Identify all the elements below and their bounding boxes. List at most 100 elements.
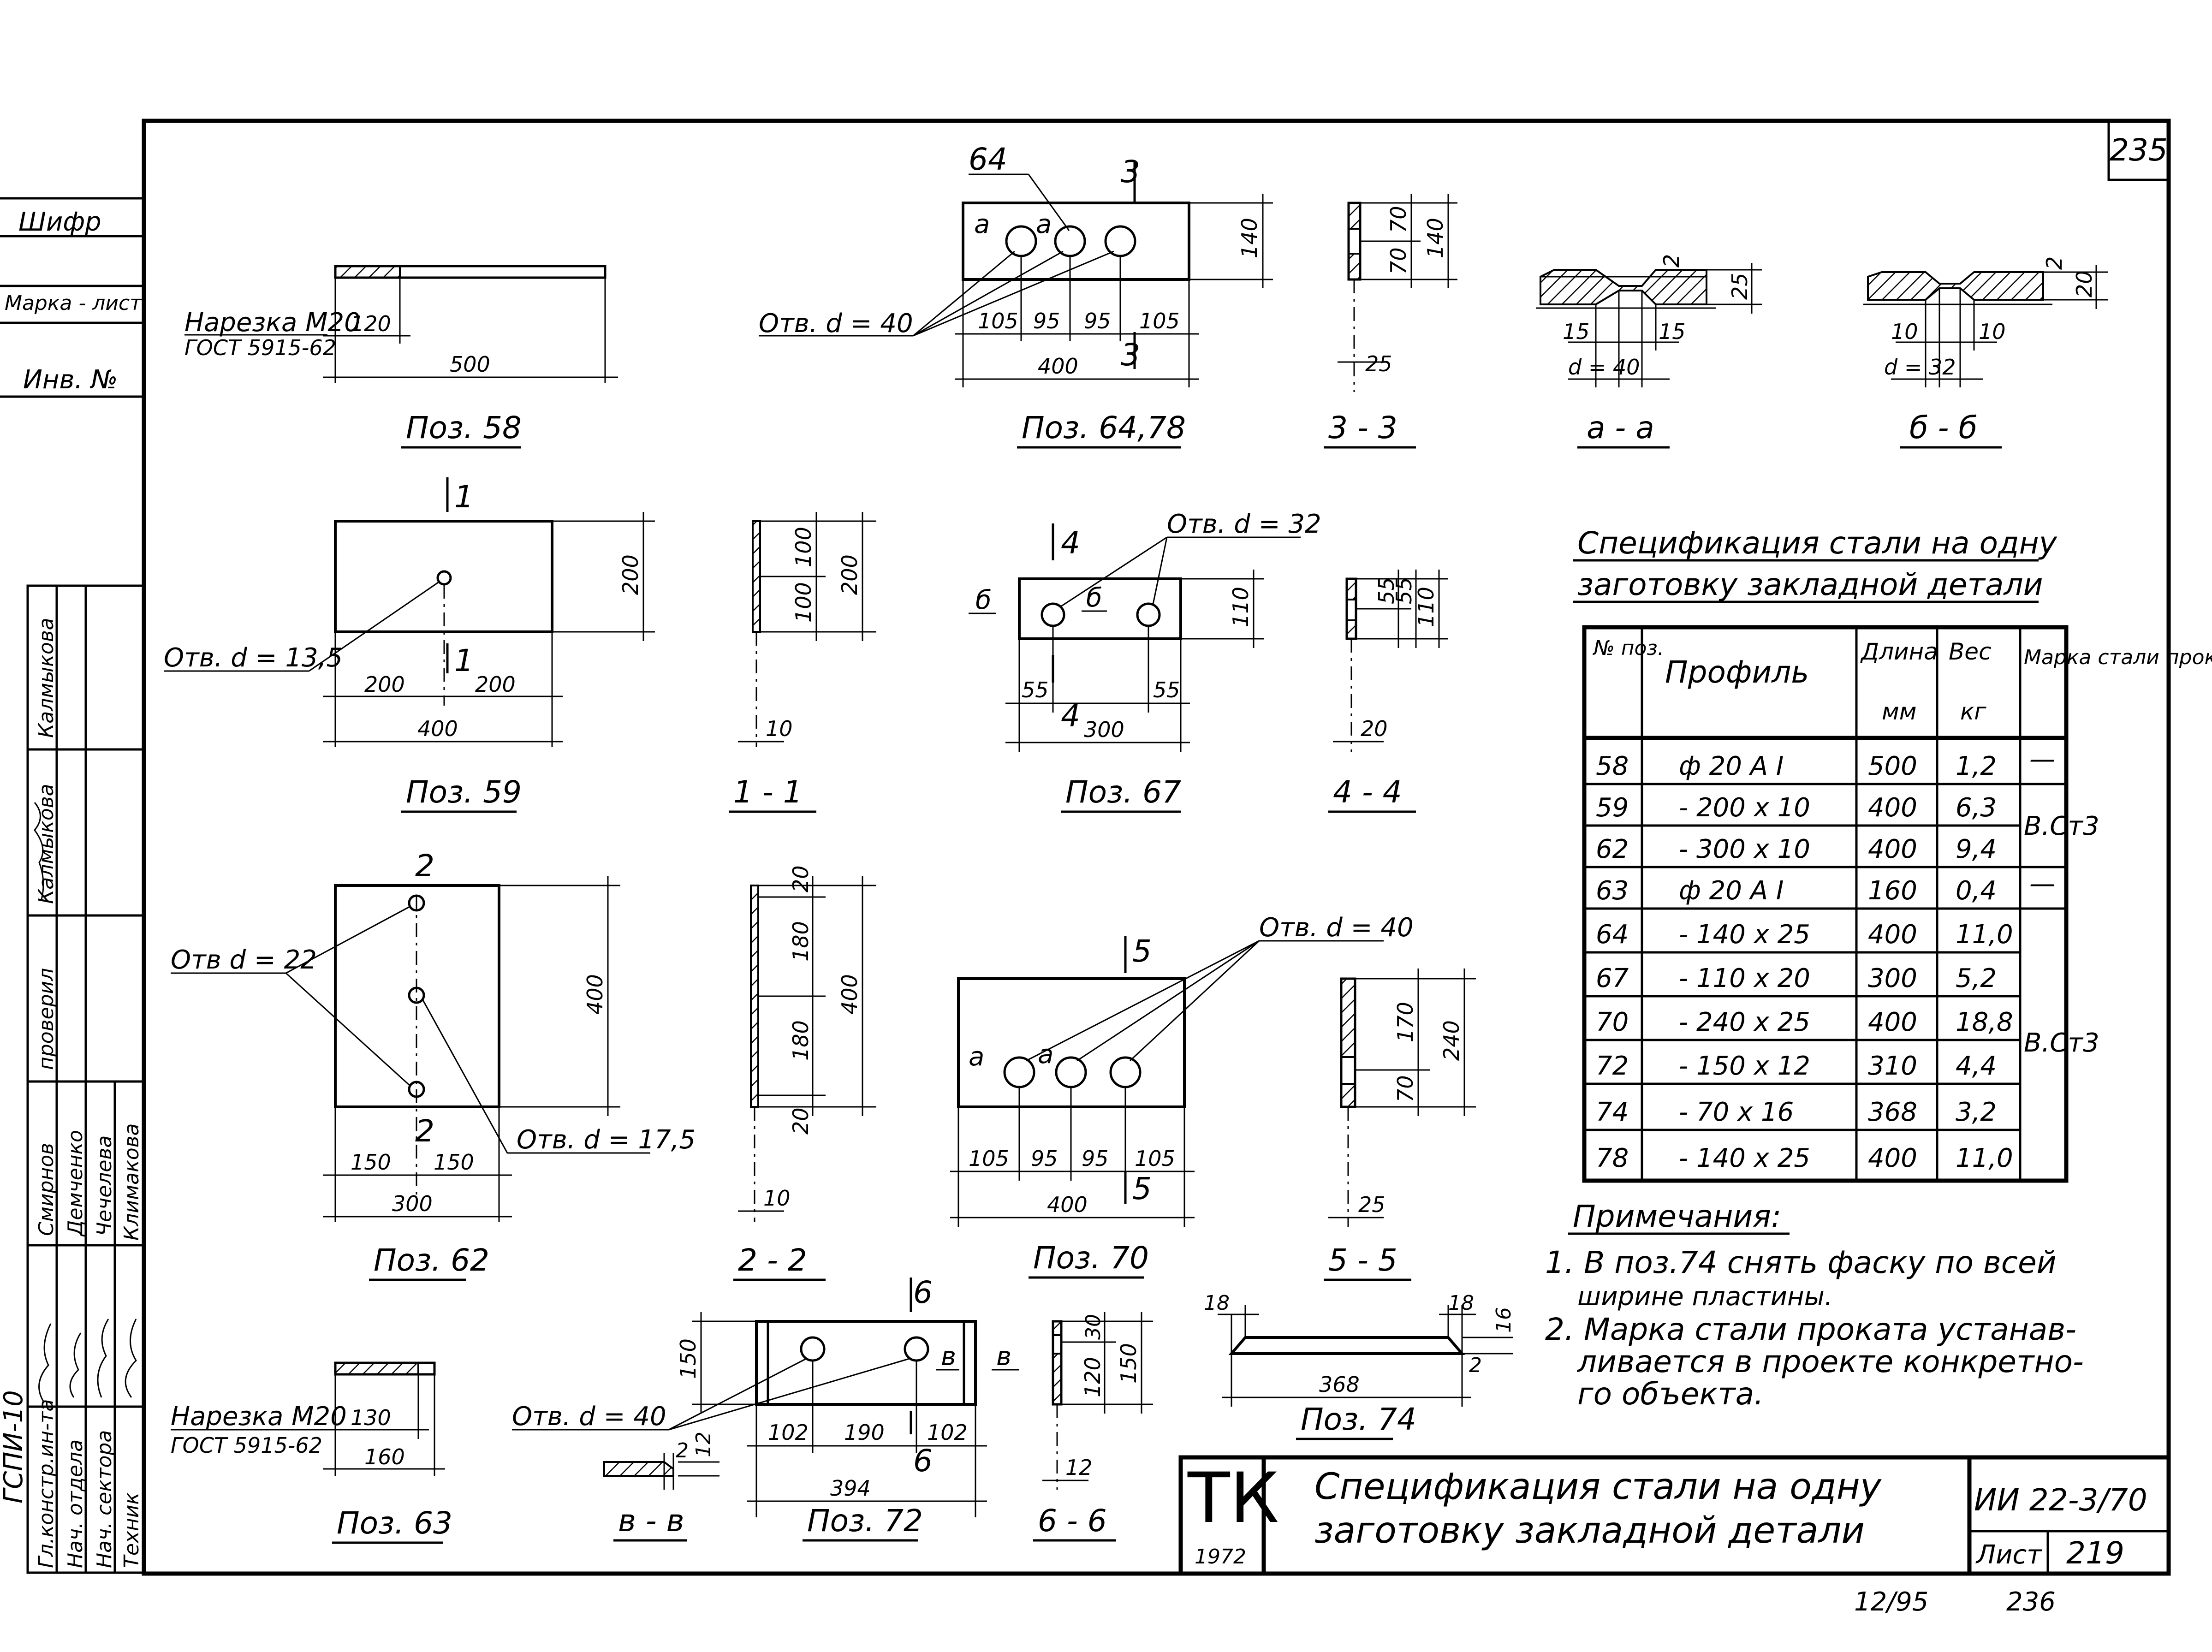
table-row: 78 - 140 х 25 400 11,0 xyxy=(1596,1143,2013,1173)
poz6478-a2: а xyxy=(1036,209,1052,239)
poz59-title: Поз. 59 xyxy=(406,774,522,810)
cell-weight: 5,2 xyxy=(1956,963,1997,993)
cell-pos: 62 xyxy=(1596,834,1629,864)
dim-74-2: 2 xyxy=(1469,1354,1482,1377)
s22-title: 2 - 2 xyxy=(738,1242,807,1278)
cell-pos: 67 xyxy=(1596,963,1629,993)
cell-profile: - 300 х 10 xyxy=(1679,834,1810,864)
view-s55: 170 70 240 25 5 - 5 xyxy=(1324,969,1476,1281)
poz59-hole: Отв. d = 13,5 xyxy=(164,643,343,673)
view-s22: 20 180 180 20 400 10 2 - 2 xyxy=(733,865,876,1281)
dim-67-300: 300 xyxy=(1084,717,1124,742)
view-poz70: 5 5 а а Отв. d = 40 105 95 95 105 400 По… xyxy=(950,913,1414,1279)
signature-klimakova xyxy=(125,1319,137,1398)
spec-title-1: Спецификация стали на одну xyxy=(1577,525,2057,561)
tb-title-1: Спецификация стали на одну xyxy=(1314,1466,1882,1508)
dim-72-102a: 102 xyxy=(768,1420,809,1445)
view-vv: 2 12 в - в xyxy=(603,1432,719,1542)
cell-length: 400 xyxy=(1868,920,1917,950)
poz62-sec-bot: 2 xyxy=(415,1113,434,1149)
poz70-title: Поз. 70 xyxy=(1033,1240,1149,1276)
poz74-title: Поз. 74 xyxy=(1301,1402,1416,1437)
stamp-label-cipher: Шифр xyxy=(18,207,101,237)
dim-11-200: 200 xyxy=(837,554,862,595)
table-row: 72 - 150 х 12 310 4,4 xyxy=(1596,1051,1997,1081)
dim-11-100b: 100 xyxy=(791,582,816,623)
table-row: 74 - 70 х 16 368 3,2 xyxy=(1596,1097,1997,1127)
cell-length: 300 xyxy=(1868,963,1917,993)
cell-profile: - 140 х 25 xyxy=(1679,1143,1810,1173)
table-row: 58 ф 20 А I 500 1,2 xyxy=(1596,751,1997,781)
dim-33-140: 140 xyxy=(1423,218,1448,258)
stamp-name-klimakova: Климакова xyxy=(120,1123,143,1241)
poz72-hole: Отв. d = 40 xyxy=(512,1402,666,1432)
dim-66-120: 120 xyxy=(1080,1357,1105,1397)
poz70-sec-bot: 5 xyxy=(1132,1171,1152,1206)
dim-58-120: 120 xyxy=(351,311,391,336)
poz58-title: Поз. 58 xyxy=(406,410,522,446)
dim-11-100a: 100 xyxy=(791,527,816,567)
dim-22-180a: 180 xyxy=(788,921,813,962)
dim-74-18a: 18 xyxy=(1204,1291,1230,1315)
table-row: 59 - 200 х 10 400 6,3 xyxy=(1596,793,1997,823)
dim-11-10: 10 xyxy=(766,716,793,741)
view-poz59: 1 1 Отв. d = 13,5 200 200 400 200 Поз. 5… xyxy=(164,477,655,813)
cell-profile: - 140 х 25 xyxy=(1679,920,1810,950)
grade-64-78: В.Ст3 xyxy=(2024,1028,2099,1058)
cell-pos: 74 xyxy=(1596,1097,1629,1127)
dim-59-400: 400 xyxy=(417,716,458,741)
cell-profile: - 150 х 12 xyxy=(1679,1051,1810,1081)
page-number-box: 235 xyxy=(2107,119,2170,181)
hdr-length-unit: мм xyxy=(1882,698,1916,725)
dim-22-400: 400 xyxy=(837,974,862,1015)
cell-weight: 9,4 xyxy=(1956,834,1997,864)
table-row: 64 - 140 х 25 400 11,0 xyxy=(1596,920,2013,950)
poz6478-a1: а xyxy=(974,209,990,239)
poz67-title: Поз. 67 xyxy=(1065,774,1181,810)
stamp-org: ГСПИ-10 xyxy=(0,1390,29,1503)
dim-22-20b: 20 xyxy=(788,1107,813,1135)
signature-kalmykova xyxy=(34,802,44,900)
view-bb: 20 2 10 10 d = 32 б - б xyxy=(1863,256,2108,449)
view-poz72: 6 6 в в Отв. d = 40 102 190 102 394 150 … xyxy=(512,1275,1019,1542)
poz6478-sec-bot: 3 xyxy=(1121,337,1140,373)
dim-74-368: 368 xyxy=(1319,1372,1360,1397)
dim-aa-25: 25 xyxy=(1727,273,1752,300)
poz72-v1: в xyxy=(941,1342,956,1372)
dim-aa-15a: 15 xyxy=(1563,319,1590,344)
view-poz74: 18 18 16 2 368 Поз. 74 xyxy=(1204,1291,1516,1440)
dim-58-500: 500 xyxy=(450,352,490,377)
signature-smirnov xyxy=(38,1323,52,1402)
poz67-b2: б xyxy=(1086,583,1102,613)
cell-weight: 11,0 xyxy=(1956,920,2013,950)
dim-44-110: 110 xyxy=(1414,587,1439,627)
dim-66-12: 12 xyxy=(1065,1455,1093,1480)
dim-44-20: 20 xyxy=(1361,716,1388,741)
cell-profile: - 200 х 10 xyxy=(1679,793,1810,823)
cell-pos: 59 xyxy=(1596,793,1629,823)
stamp-role-dept: Нач. отдела xyxy=(64,1439,87,1568)
view-poz63: 130 160 Нарезка М20 ГОСТ 5915-62 Поз. 63 xyxy=(171,1361,452,1544)
cell-length: 400 xyxy=(1868,793,1917,823)
bb-title: б - б xyxy=(1909,410,1977,446)
left-stamp: Шифр Марка - лист Инв. № Калмыкова Калмы… xyxy=(0,197,145,1574)
signature-demchenko xyxy=(69,1332,82,1398)
dim-72-102b: 102 xyxy=(927,1420,968,1445)
dim-vv-12: 12 xyxy=(692,1432,715,1457)
title-block: ТК 1972 Спецификация стали на одну загот… xyxy=(1178,1455,2171,1576)
dim-55-25: 25 xyxy=(1358,1192,1385,1217)
dim-70-400: 400 xyxy=(1047,1192,1088,1217)
dim-74-16: 16 xyxy=(1492,1307,1516,1333)
dim-6478-95a: 95 xyxy=(1033,309,1060,333)
poz67-sec-top: 4 xyxy=(1061,525,1080,561)
tb-sheet-no: 219 xyxy=(2066,1535,2124,1571)
notes-title: Примечания: xyxy=(1573,1199,1781,1234)
cell-weight: 1,2 xyxy=(1956,751,1997,781)
dim-33-70b: 70 xyxy=(1386,247,1411,274)
cell-weight: 3,2 xyxy=(1956,1097,1997,1127)
poz67-hole: Отв. d = 32 xyxy=(1167,509,1321,539)
poz6478-hole: Отв. d = 40 xyxy=(759,309,913,339)
stamp-role-sector: Нач. сектора xyxy=(93,1430,116,1568)
note-1a: 1. В поз.74 снять фаску по всей xyxy=(1545,1245,2057,1280)
